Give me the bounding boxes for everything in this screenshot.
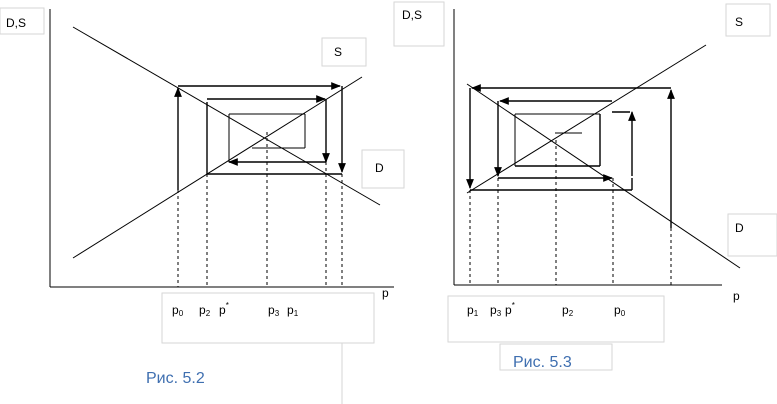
figure-5-2: D,S p S D p0 p2 p* p3 p1 Рис. 5.2 — [0, 7, 405, 404]
tick-label: p1 — [287, 303, 299, 318]
supply-label-box — [321, 37, 367, 67]
price-guides — [469, 140, 672, 285]
demand-label: D — [375, 161, 384, 175]
demand-label-box — [727, 213, 777, 257]
tick-label: p3 — [268, 303, 280, 318]
tick-label: p3 — [490, 303, 502, 318]
y-label-box — [0, 7, 45, 35]
x-axis-label: p — [382, 286, 389, 300]
cobweb-path — [174, 82, 346, 190]
tick-label: p1 — [467, 303, 479, 318]
tick-label: p* — [219, 301, 229, 317]
ticks-box — [161, 292, 375, 344]
caption-box — [499, 343, 613, 371]
y-axis-label: D,S — [6, 16, 26, 30]
figure-5-3: D,S p S D p1 p3 p* p2 p0 Рис. 5.3 — [393, 1, 777, 371]
y-axis-label: D,S — [402, 8, 422, 22]
supply-label: S — [735, 15, 743, 29]
tick-label: p* — [505, 301, 515, 317]
demand-label-box — [361, 149, 405, 189]
x-axis-label: p — [733, 289, 740, 303]
tick-label: p2 — [199, 303, 211, 318]
y-label-box — [393, 1, 445, 47]
supply-line — [466, 44, 707, 194]
ticks-box — [447, 295, 665, 343]
demand-line — [466, 83, 741, 269]
tick-label: p0 — [614, 303, 626, 318]
tick-label: p0 — [172, 303, 184, 318]
demand-line — [72, 26, 381, 206]
figure-caption: Рис. 5.2 — [146, 370, 205, 387]
price-guides — [177, 132, 343, 287]
demand-label: D — [735, 221, 744, 235]
supply-line — [72, 76, 363, 259]
cobweb-path — [466, 84, 675, 228]
supply-label-box — [725, 3, 771, 37]
supply-label: S — [334, 45, 342, 59]
tick-label: p2 — [562, 303, 574, 318]
figure-caption: Рис. 5.3 — [513, 354, 572, 371]
